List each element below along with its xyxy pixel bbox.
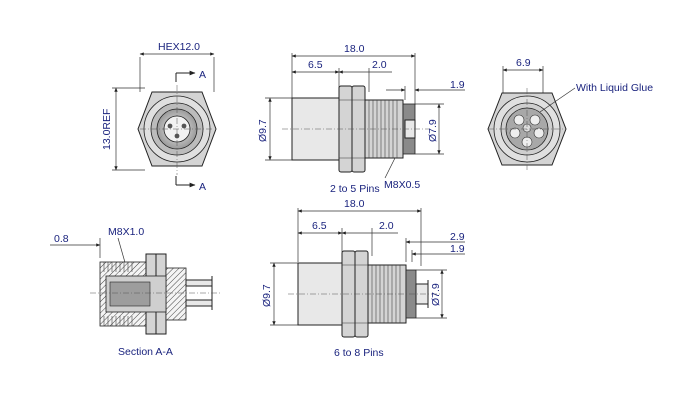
pin-offset-outer-label: 2.9 xyxy=(450,231,465,243)
rear-width-label: 6.9 xyxy=(516,57,531,69)
section-mark-bottom: A xyxy=(199,181,206,193)
front-view: HEX12.0 13.0REF A A xyxy=(101,41,217,193)
thread-spec-label-top: M8X0.5 xyxy=(384,179,420,191)
section-thread-spec: M8X1.0 xyxy=(108,226,144,238)
rear-view: 6.9 With Liquid Glue xyxy=(487,57,653,170)
section-mark-top: A xyxy=(199,69,206,81)
height-dimension-label: 13.0REF xyxy=(101,109,113,150)
glue-note: With Liquid Glue xyxy=(576,82,653,94)
body-length-label-bottom: 6.5 xyxy=(312,220,327,232)
body-diameter-label-top: Ø9.7 xyxy=(257,119,269,142)
overall-length-label-top: 18.0 xyxy=(344,43,365,55)
section-offset-label: 0.8 xyxy=(54,233,69,245)
thread-length-label-top: 2.0 xyxy=(372,59,387,71)
pin-diameter-label-bottom: Ø7.9 xyxy=(430,283,442,306)
body-diameter-label-bottom: Ø9.7 xyxy=(261,284,273,307)
pin-offset-label-top: 1.9 xyxy=(450,79,465,91)
hex-dimension-label: HEX12.0 xyxy=(158,41,200,53)
section-thread-lines xyxy=(103,262,133,326)
body-length-label-top: 6.5 xyxy=(308,59,323,71)
section-view: 0.8 M8X1.0 xyxy=(50,226,222,358)
side-view-top: 18.0 6.5 2.0 1.9 Ø9.7 xyxy=(257,43,465,195)
side-view-bottom: 18.0 6.5 2.0 2.9 1.9 Ø9.7 xyxy=(261,198,465,359)
overall-length-label-bottom: 18.0 xyxy=(344,198,365,210)
pin-offset-inner-label: 1.9 xyxy=(450,243,465,255)
section-title: Section A-A xyxy=(118,346,173,358)
thread-length-label-bottom: 2.0 xyxy=(379,220,394,232)
pins-label-bottom: 6 to 8 Pins xyxy=(334,347,384,359)
pins-label-top: 2 to 5 Pins xyxy=(330,183,380,195)
pin-diameter-label-top: Ø7.9 xyxy=(427,119,439,142)
